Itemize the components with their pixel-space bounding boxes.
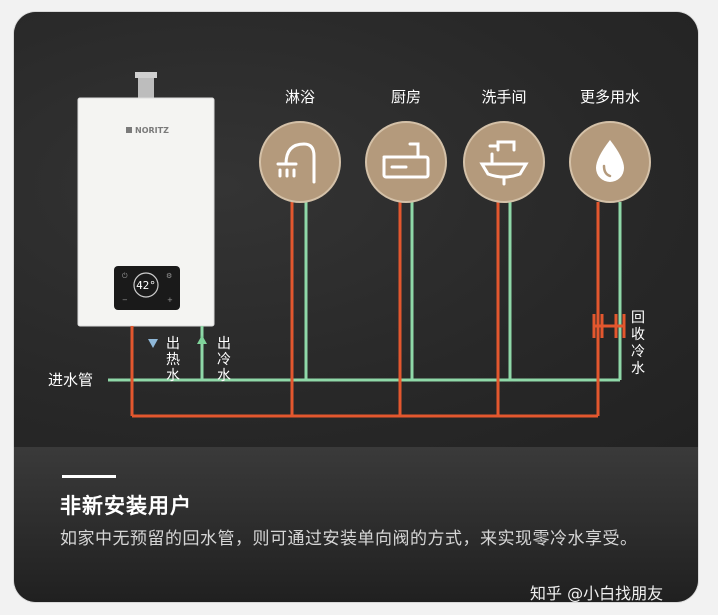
water-heater: NORITZ 42° ⏻ ⚙ − + [77,72,215,327]
heater-control-panel [114,266,180,310]
fixture-washroom: 洗手间 [463,88,545,203]
heater-brand: NORITZ [135,126,169,135]
plumbing-diagram: NORITZ 42° ⏻ ⚙ − + [48,72,651,418]
info-panel [14,447,698,602]
water-drop-highlight [602,164,612,178]
diagram-card: NORITZ 42° ⏻ ⚙ − + [14,12,698,602]
fixture-circle-shower [259,121,341,203]
mode-icon: ⚙ [166,272,172,280]
brand-logo-icon [126,127,132,133]
return-char-2: 收 [631,327,645,343]
cold-pipes [108,202,622,382]
return-char-4: 水 [631,361,645,377]
cold-out-char-2: 冷 [217,352,231,368]
hot-out-char-1: 出 [166,336,180,352]
heater-flue [138,74,154,100]
watermark: 知乎 @小白找朋友 [530,584,664,602]
water-drop-icon [596,140,624,182]
cold-out-arrow-icon [197,335,207,344]
cold-out-char-3: 水 [217,368,231,384]
power-icon: ⏻ [122,272,128,280]
fixture-kitchen: 厨房 [365,88,447,203]
fixture-label-more-water: 更多用水 [580,88,640,106]
fixture-shower: 淋浴 [259,88,341,203]
check-valve [592,314,626,338]
hot-pipes [130,202,600,418]
return-char-1: 回 [631,310,645,326]
heater-body [77,97,215,327]
inlet-pipe-label: 进水管 [48,371,93,389]
shower-icon [276,142,316,184]
temperature-dial [133,272,159,298]
fixture-label-shower: 淋浴 [285,88,315,106]
fixture-label-washroom: 洗手间 [481,88,526,106]
hot-out-char-2: 热 [166,352,180,368]
info-description: 如家中无预留的回水管，则可通过安装单向阀的方式，来实现零冷水享受。 [60,529,638,549]
fixture-label-kitchen: 厨房 [391,88,421,106]
return-char-3: 冷 [631,344,645,360]
info-title: 非新安装用户 [60,494,192,518]
washbasin-icon [479,140,529,186]
fixture-more-water: 更多用水 [569,88,651,203]
cold-out-char-1: 出 [217,336,231,352]
plus-icon: + [167,296,173,304]
heater-display: 42° [136,279,156,292]
kitchen-sink-icon [382,142,430,179]
title-accent-line [62,475,116,478]
fixture-circle-kitchen [365,121,447,203]
fixture-circle-washroom [463,121,545,203]
heater-flue-cap [135,72,157,78]
minus-icon: − [122,296,128,304]
hot-out-char-3: 水 [166,368,180,384]
hot-out-arrow-icon [148,339,158,348]
